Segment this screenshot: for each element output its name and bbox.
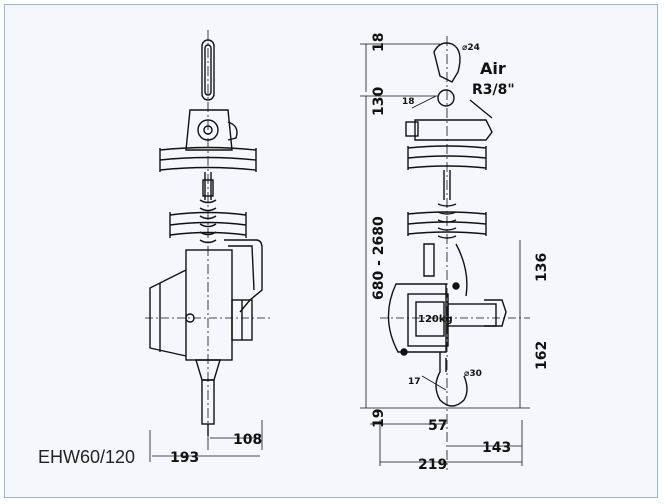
hook-bottom-17: 17 (408, 377, 421, 387)
dim-143: 143 (482, 440, 511, 456)
side-view (360, 36, 530, 470)
air-label: Air (480, 59, 506, 78)
air-thread-label: R3/8" (472, 82, 515, 98)
dim-193: 193 (170, 450, 199, 466)
dim-130: 130 (371, 87, 387, 116)
hook-top-diameter: ⌀24 (462, 43, 480, 53)
drawing-frame (4, 4, 658, 498)
dim-57: 57 (428, 418, 447, 434)
dim-680-2680: 680 - 2680 (371, 216, 387, 300)
dim-18-top: 18 (371, 33, 387, 52)
hook-top-18: 18 (402, 97, 415, 107)
dim-19: 19 (371, 409, 387, 428)
dim-108: 108 (233, 432, 262, 448)
front-view (145, 30, 270, 462)
hook-bottom-diameter: ⌀30 (464, 369, 482, 379)
dim-162: 162 (534, 341, 550, 370)
load-label: 120kg (418, 314, 453, 325)
dim-219: 219 (418, 457, 447, 473)
dim-136: 136 (534, 253, 550, 282)
model-caption: EHW60/120 (38, 447, 136, 467)
